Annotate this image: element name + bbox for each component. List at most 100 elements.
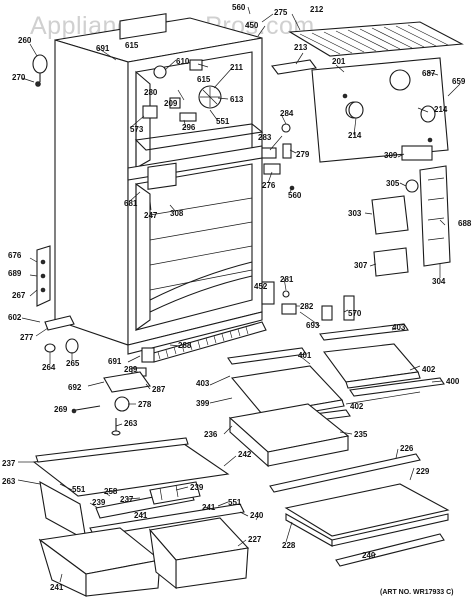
callout-label: 226 [400, 444, 414, 453]
refrigerator-cabinet [54, 17, 264, 355]
callout-label: 676 [8, 251, 22, 260]
crisper-cover-assembly [32, 437, 245, 542]
callout-label: 201 [332, 57, 346, 66]
callout-label: 615 [197, 75, 211, 84]
part-305-dial [405, 179, 419, 193]
callout-label: 279 [296, 150, 310, 159]
callout-label: 402 [350, 402, 364, 411]
callout-label: 287 [152, 385, 166, 394]
callout-label: 283 [258, 133, 272, 142]
callout-label: 573 [130, 125, 144, 134]
callout-label: 570 [348, 309, 362, 318]
part-309-label [401, 145, 433, 161]
callout-label: 213 [294, 43, 308, 52]
evaporator-fan-assembly [142, 85, 222, 190]
callout-label: 560 [288, 191, 302, 200]
callout-label: 610 [176, 57, 190, 66]
callout-label: 242 [238, 450, 252, 459]
callout-label: 278 [138, 400, 152, 409]
callout-label: 692 [68, 383, 82, 392]
callout-label: 209 [164, 99, 178, 108]
callout-label: 450 [245, 21, 259, 30]
callout-label: 305 [386, 179, 400, 188]
part-304-door-rail [419, 165, 451, 267]
part-213-rail [271, 59, 317, 75]
callout-label: 693 [306, 321, 320, 330]
fresh-food-glass-shelves [227, 323, 445, 427]
callout-label: 309 [384, 151, 398, 160]
callout-label: 304 [432, 277, 446, 286]
callout-label: 308 [170, 209, 184, 218]
callout-label: 399 [196, 399, 210, 408]
callout-label: 281 [280, 275, 294, 284]
part-240-crisper-pans [38, 517, 250, 597]
callout-label: 681 [124, 199, 138, 208]
part-307-egg-bin [373, 247, 409, 277]
callout-label: 307 [354, 261, 368, 270]
small-parts-cluster [261, 123, 355, 321]
callout-label: 551 [72, 485, 86, 494]
callout-label: 240 [250, 511, 264, 520]
callout-label: 296 [182, 123, 196, 132]
callout-label: 240 [362, 551, 376, 560]
callout-label: 267 [12, 291, 26, 300]
callout-label: 288 [178, 341, 192, 350]
callout-label: 276 [262, 181, 276, 190]
callout-label: 403 [392, 323, 406, 332]
part-277-bottom-hinge [44, 315, 75, 331]
callout-label: 241 [50, 583, 64, 592]
part-267-hinge-bracket [36, 245, 51, 307]
part-260-light-socket [32, 54, 48, 87]
leader-lines [17, 6, 461, 583]
callout-label: 227 [248, 535, 262, 544]
callout-label: 277 [20, 333, 34, 342]
leveling-parts [71, 347, 155, 436]
callout-label: 688 [458, 219, 472, 228]
callout-label: 691 [96, 44, 110, 53]
callout-label: 214 [434, 105, 448, 114]
callout-label: 402 [422, 365, 436, 374]
callout-label: 263 [124, 419, 138, 428]
callout-label: 560 [232, 3, 246, 12]
callout-label: 229 [416, 467, 430, 476]
callout-label: 241 [202, 503, 216, 512]
callout-label: 247 [144, 211, 158, 220]
callout-label: 687 [422, 69, 436, 78]
callout-label: 265 [66, 359, 80, 368]
callout-label: 214 [348, 131, 362, 140]
bottom-right-shelf-assembly [269, 453, 450, 567]
callout-label: 452 [254, 282, 268, 291]
part-214-knobs [348, 101, 436, 123]
callout-label: 270 [12, 73, 26, 82]
callout-label: 228 [282, 541, 296, 550]
callout-label: 239 [190, 483, 204, 492]
callout-label: 282 [300, 302, 314, 311]
callout-labels: 560 275 212 450 260 691 615 610 270 213 … [2, 3, 472, 592]
callout-label: 237 [120, 495, 134, 504]
callout-label: 236 [204, 430, 218, 439]
callout-label: 212 [310, 5, 324, 14]
part-201-control-panel [311, 57, 449, 163]
callout-label: 263 [2, 477, 16, 486]
callout-label: 689 [8, 269, 22, 278]
callout-label: 235 [354, 430, 368, 439]
art-number: (ART NO. WR17933 C) [380, 589, 454, 596]
callout-label: 260 [18, 36, 32, 45]
callout-label: 258 [104, 487, 118, 496]
damper-control-assembly [119, 13, 203, 79]
callout-label: 303 [348, 209, 362, 218]
callout-label: 275 [274, 8, 288, 17]
callout-label: 239 [92, 498, 106, 507]
callout-label: 615 [125, 41, 139, 50]
callout-label: 269 [54, 405, 68, 414]
part-303-butter-bin [371, 195, 409, 235]
callout-label: 211 [230, 63, 243, 72]
callout-label: 401 [298, 351, 312, 360]
callout-label: 691 [108, 357, 122, 366]
part-236-pan-drawer [228, 403, 350, 468]
callout-label: 551 [228, 498, 242, 507]
callout-label: 602 [8, 313, 22, 322]
callout-label: 284 [280, 109, 294, 118]
